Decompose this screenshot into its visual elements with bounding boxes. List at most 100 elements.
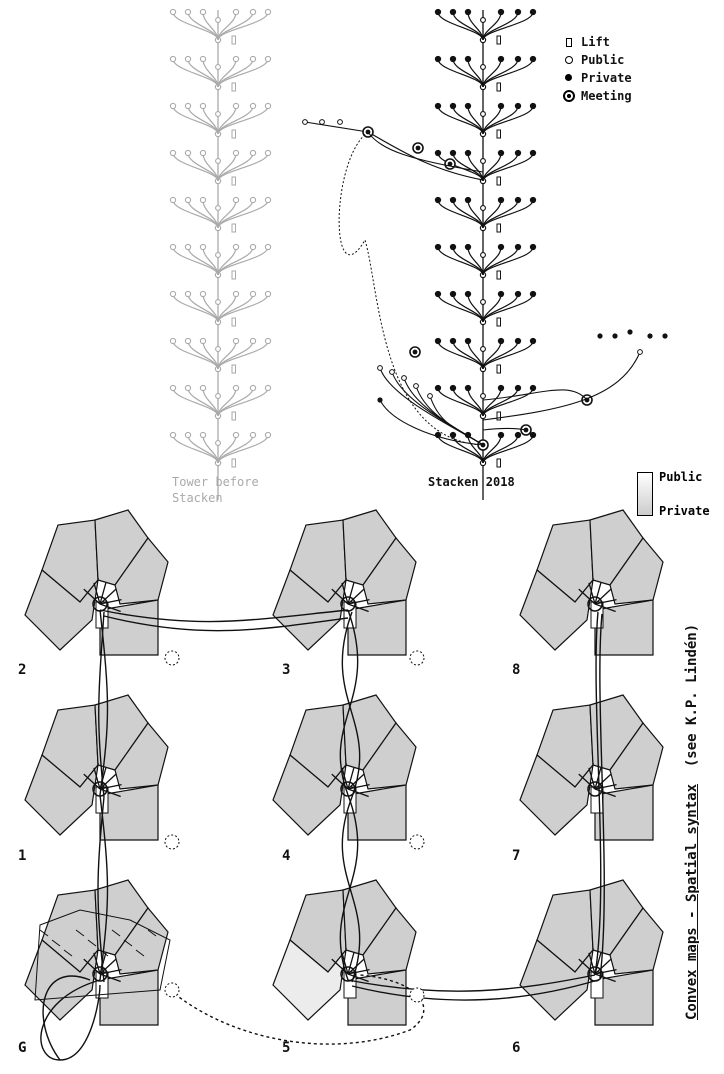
graph-edge	[218, 435, 268, 463]
room-node	[435, 56, 440, 61]
lift-node	[232, 365, 236, 373]
graph-edge	[173, 12, 218, 40]
public-node	[481, 206, 486, 211]
floor-label: 4	[282, 848, 290, 864]
outside-node	[410, 651, 424, 665]
room-node	[185, 56, 190, 61]
room-node	[465, 9, 470, 14]
public-node	[216, 65, 221, 70]
room-node	[450, 291, 455, 296]
room-node	[170, 338, 175, 343]
room-node	[515, 432, 520, 437]
graph-edge	[438, 153, 483, 181]
public-node	[216, 441, 221, 446]
convex-space	[100, 600, 158, 655]
lift-node	[232, 318, 236, 326]
room-node	[435, 103, 440, 108]
floor-label: 5	[282, 1040, 290, 1056]
room-node	[170, 432, 175, 437]
floor-label: 7	[512, 848, 520, 864]
graph-edge	[173, 247, 218, 275]
lift-node	[232, 271, 236, 279]
lift-node	[497, 318, 501, 326]
legend-item-private: Private	[563, 69, 632, 87]
convex-space	[348, 970, 406, 1025]
legend-label: Meeting	[581, 87, 632, 105]
room-node	[265, 432, 270, 437]
room-node	[515, 244, 520, 249]
room-node	[515, 291, 520, 296]
graph-edge	[218, 12, 268, 40]
lift-node	[497, 83, 501, 91]
public-node-icon	[563, 54, 577, 66]
graph-edge	[416, 386, 483, 445]
graph-edge	[218, 200, 268, 228]
graph-edge	[438, 388, 483, 416]
floor-label: 1	[18, 848, 26, 864]
lift-node	[497, 412, 501, 420]
room-node	[627, 329, 632, 334]
room-node	[185, 385, 190, 390]
floor-label: G	[18, 1040, 26, 1056]
room-node	[498, 9, 503, 14]
room-node	[530, 56, 535, 61]
room-node	[515, 9, 520, 14]
room-node	[465, 56, 470, 61]
room-node	[185, 150, 190, 155]
lift-node	[497, 130, 501, 138]
lift-node	[232, 177, 236, 185]
room-node	[250, 244, 255, 249]
room-node	[170, 56, 175, 61]
room-node	[250, 432, 255, 437]
room-node	[200, 9, 205, 14]
floor-map	[520, 880, 663, 1025]
graph-edge	[173, 106, 218, 134]
public-node	[414, 384, 419, 389]
room-node	[265, 385, 270, 390]
public-node	[216, 159, 221, 164]
outside-node	[165, 983, 179, 997]
public-node	[481, 394, 486, 399]
graph-edge	[173, 153, 218, 181]
room-node	[250, 197, 255, 202]
room-node	[170, 150, 175, 155]
room-node	[233, 9, 238, 14]
shade-ramp	[637, 472, 653, 516]
public-node	[481, 159, 486, 164]
floor-label: 8	[512, 662, 520, 678]
room-node	[530, 338, 535, 343]
graph-edge	[483, 247, 533, 275]
convex-space	[595, 970, 653, 1025]
room-node	[233, 291, 238, 296]
room-node	[377, 397, 382, 402]
floor-map	[520, 695, 663, 840]
room-node	[170, 103, 175, 108]
room-node	[250, 150, 255, 155]
lift-node	[232, 130, 236, 138]
floor-map	[25, 510, 168, 655]
room-node	[465, 291, 470, 296]
graph-edge	[483, 388, 533, 416]
room-node	[250, 385, 255, 390]
room-node	[515, 385, 520, 390]
graph-edge	[438, 435, 483, 463]
graph-edge	[173, 435, 218, 463]
floor-map	[273, 510, 416, 655]
side-title-credit: (see K.P. Lindén)	[684, 624, 700, 767]
room-node	[265, 197, 270, 202]
side-title: Convex maps - Spatial syntax (see K.P. L…	[684, 624, 700, 1020]
room-node	[498, 338, 503, 343]
graph-edge	[173, 388, 218, 416]
room-node	[647, 333, 652, 338]
legend-label: Lift	[581, 33, 610, 51]
room-node	[465, 103, 470, 108]
floor-map	[273, 695, 416, 840]
public-node	[481, 18, 486, 23]
room-node	[185, 338, 190, 343]
room-node	[450, 385, 455, 390]
room-node	[465, 150, 470, 155]
room-node	[435, 9, 440, 14]
convex-floor-maps	[25, 510, 663, 1025]
room-node	[200, 432, 205, 437]
